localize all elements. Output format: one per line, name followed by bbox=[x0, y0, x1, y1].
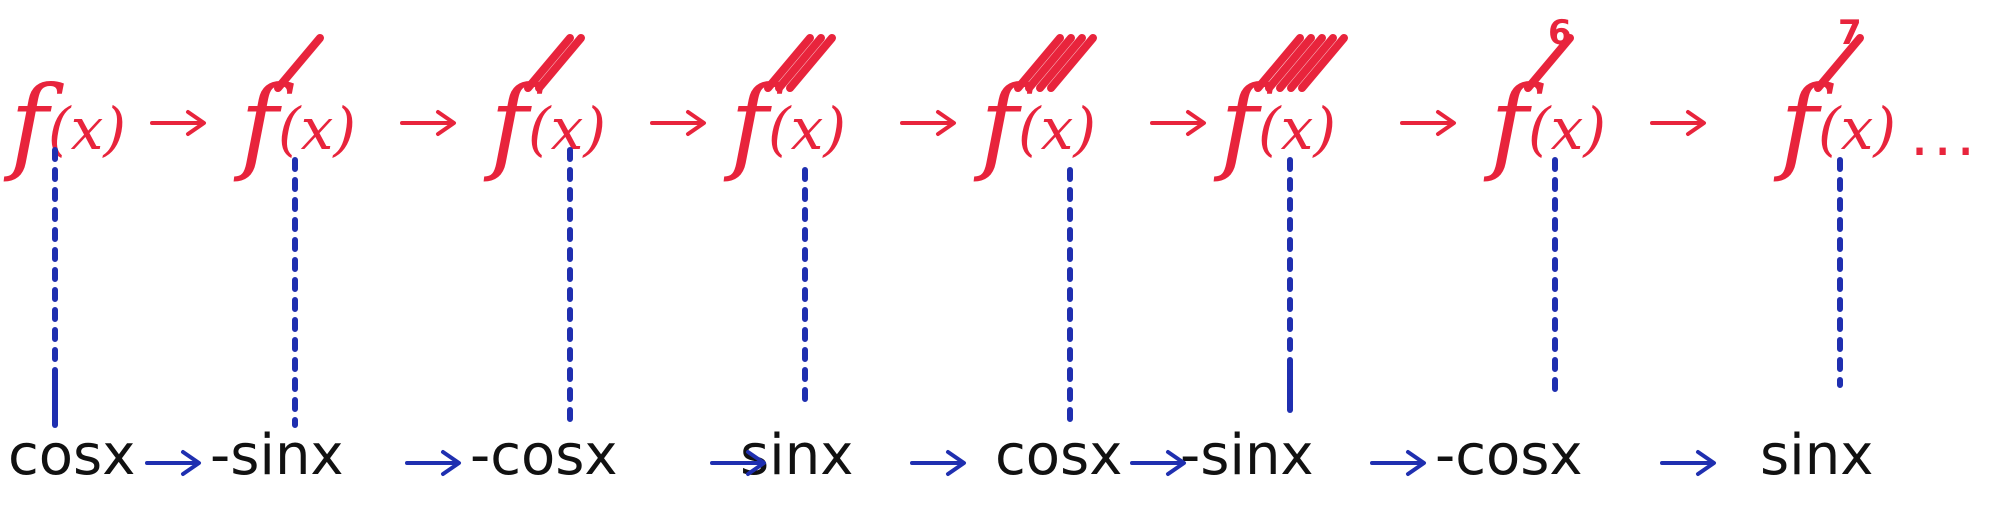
prime-marks bbox=[1814, 34, 1864, 92]
derivative-result: -cosx bbox=[1435, 423, 1583, 488]
prime-tick bbox=[274, 34, 324, 92]
prime-tick bbox=[1265, 34, 1315, 92]
continuation-ellipsis: ... bbox=[1910, 100, 1980, 170]
blue-arrow bbox=[1370, 450, 1426, 476]
function-argument: (x) bbox=[768, 95, 846, 163]
prime-tick bbox=[1287, 34, 1337, 92]
derivative-f-0: f(x) bbox=[10, 72, 150, 188]
dotted-connector bbox=[292, 157, 298, 428]
prime-tick bbox=[1014, 34, 1064, 92]
function-argument: (x) bbox=[528, 95, 606, 163]
prime-tick bbox=[1036, 34, 1086, 92]
dotted-connector bbox=[1552, 157, 1558, 398]
red-arrow bbox=[650, 110, 706, 136]
function-letter: f bbox=[490, 63, 529, 185]
function-letter: f bbox=[730, 63, 769, 185]
prime-marks bbox=[1014, 34, 1097, 92]
function-letter: f bbox=[1220, 63, 1259, 185]
derivative-f-7: f(x) 7 bbox=[1780, 16, 1920, 188]
function-letter: f bbox=[1490, 63, 1529, 185]
prime-tick bbox=[764, 34, 814, 92]
prime-tick bbox=[535, 34, 585, 92]
function-letter: f bbox=[240, 63, 279, 185]
derivative-result: sinx bbox=[1760, 423, 1874, 488]
prime-marks bbox=[1524, 34, 1574, 92]
function-letter: f bbox=[1780, 63, 1819, 185]
prime-tick bbox=[775, 34, 825, 92]
blue-arrow bbox=[1130, 450, 1186, 476]
derivative-f-6: f(x) 6 bbox=[1490, 16, 1630, 188]
derivative-order-label: 7 bbox=[1838, 13, 1862, 53]
blue-arrow bbox=[910, 450, 966, 476]
red-arrow bbox=[1150, 110, 1206, 136]
red-arrow bbox=[150, 110, 206, 136]
prime-tick bbox=[1254, 34, 1304, 92]
blue-arrow bbox=[145, 450, 201, 476]
derivative-result: cosx bbox=[8, 423, 136, 488]
derivative-result: -cosx bbox=[470, 423, 618, 488]
prime-marks bbox=[764, 34, 836, 92]
dotted-connector bbox=[567, 147, 573, 428]
derivative-f-2: f(x) bbox=[490, 34, 630, 188]
function-argument: (x) bbox=[1528, 95, 1606, 163]
blue-arrow bbox=[710, 450, 766, 476]
derivative-result: -sinx bbox=[210, 423, 344, 488]
prime-tick bbox=[786, 34, 836, 92]
derivative-f-4: f(x) bbox=[980, 34, 1120, 188]
red-arrow bbox=[400, 110, 456, 136]
function-argument: (x) bbox=[1018, 95, 1096, 163]
dotted-connector bbox=[52, 147, 58, 428]
function-argument: (x) bbox=[48, 95, 126, 163]
derivative-result: sinx bbox=[740, 423, 854, 488]
function-argument: (x) bbox=[1258, 95, 1336, 163]
prime-tick bbox=[1814, 34, 1864, 92]
dotted-connector bbox=[1287, 157, 1293, 413]
derivative-result: -sinx bbox=[1180, 423, 1314, 488]
prime-tick bbox=[1298, 34, 1348, 92]
derivative-result: cosx bbox=[995, 423, 1123, 488]
derivative-f-5: f(x) bbox=[1220, 34, 1360, 188]
prime-marks bbox=[524, 34, 585, 92]
prime-tick bbox=[1524, 34, 1574, 92]
red-arrow bbox=[900, 110, 956, 136]
function-argument: (x) bbox=[1818, 95, 1896, 163]
derivative-order-label: 6 bbox=[1548, 13, 1572, 53]
derivative-f-1: f(x) bbox=[240, 34, 380, 188]
blue-arrow bbox=[405, 450, 461, 476]
function-argument: (x) bbox=[278, 95, 356, 163]
prime-tick bbox=[1047, 34, 1097, 92]
function-letter: f bbox=[10, 63, 49, 185]
red-arrow bbox=[1650, 110, 1706, 136]
prime-marks bbox=[1254, 34, 1348, 92]
red-arrow bbox=[1400, 110, 1456, 136]
prime-tick bbox=[1276, 34, 1326, 92]
prime-marks bbox=[274, 34, 324, 92]
dotted-connector bbox=[1067, 167, 1073, 428]
prime-tick bbox=[524, 34, 574, 92]
dotted-connector bbox=[802, 167, 808, 408]
dotted-connector bbox=[1837, 157, 1843, 388]
derivative-f-3: f(x) bbox=[730, 34, 870, 188]
blue-arrow bbox=[1660, 450, 1716, 476]
function-letter: f bbox=[980, 63, 1019, 185]
prime-tick bbox=[1025, 34, 1075, 92]
